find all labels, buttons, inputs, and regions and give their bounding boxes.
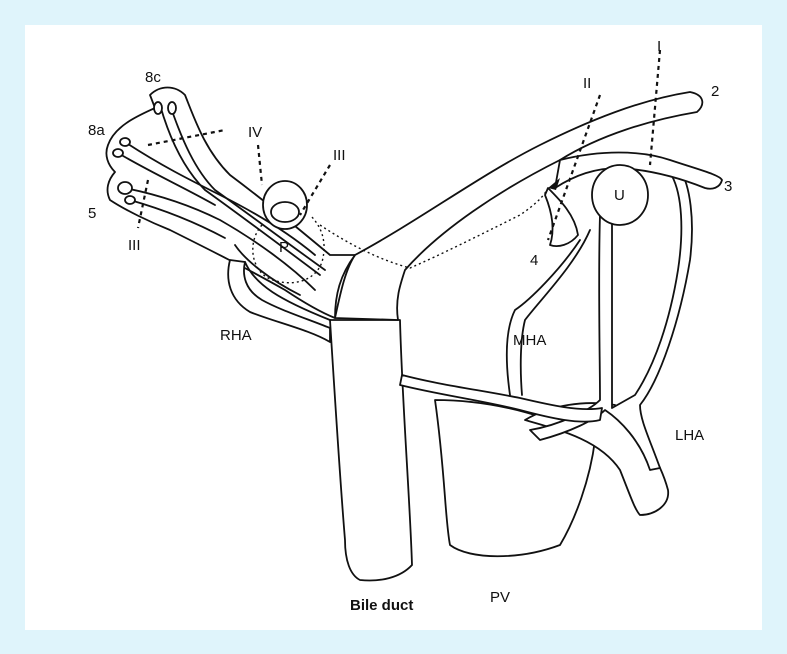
- label-II: II: [583, 75, 591, 92]
- umbilical-portion: [591, 164, 649, 226]
- left-main-duct: [334, 91, 723, 321]
- label-RHA: RHA: [220, 327, 252, 344]
- label-2: 2: [711, 83, 719, 100]
- label-4: 4: [530, 252, 538, 269]
- label-bile-duct: Bile duct: [350, 597, 413, 614]
- resection-lines: [136, 49, 662, 241]
- portal-bifurcation: [252, 180, 325, 284]
- label-3: 3: [724, 178, 732, 195]
- label-MHA: MHA: [513, 332, 546, 349]
- label-P: P: [279, 239, 289, 256]
- hilar-plate-line: [319, 187, 549, 269]
- label-5: 5: [88, 205, 96, 222]
- label-U: U: [614, 187, 625, 204]
- right-hepatic-artery: [227, 244, 331, 343]
- label-LHA: LHA: [675, 427, 704, 444]
- segment-4-duct: [544, 187, 579, 248]
- label-I: I: [657, 38, 661, 55]
- label-8c: 8c: [145, 69, 161, 86]
- label-III-bottom: III: [128, 237, 141, 254]
- label-IV: IV: [248, 124, 262, 141]
- label-8a: 8a: [88, 122, 105, 139]
- middle-hepatic-artery: [505, 229, 591, 396]
- label-III-top: III: [333, 147, 346, 164]
- label-PV: PV: [490, 589, 510, 606]
- bile-duct-trunk: [329, 319, 603, 582]
- right-duct-bundle: [105, 86, 356, 319]
